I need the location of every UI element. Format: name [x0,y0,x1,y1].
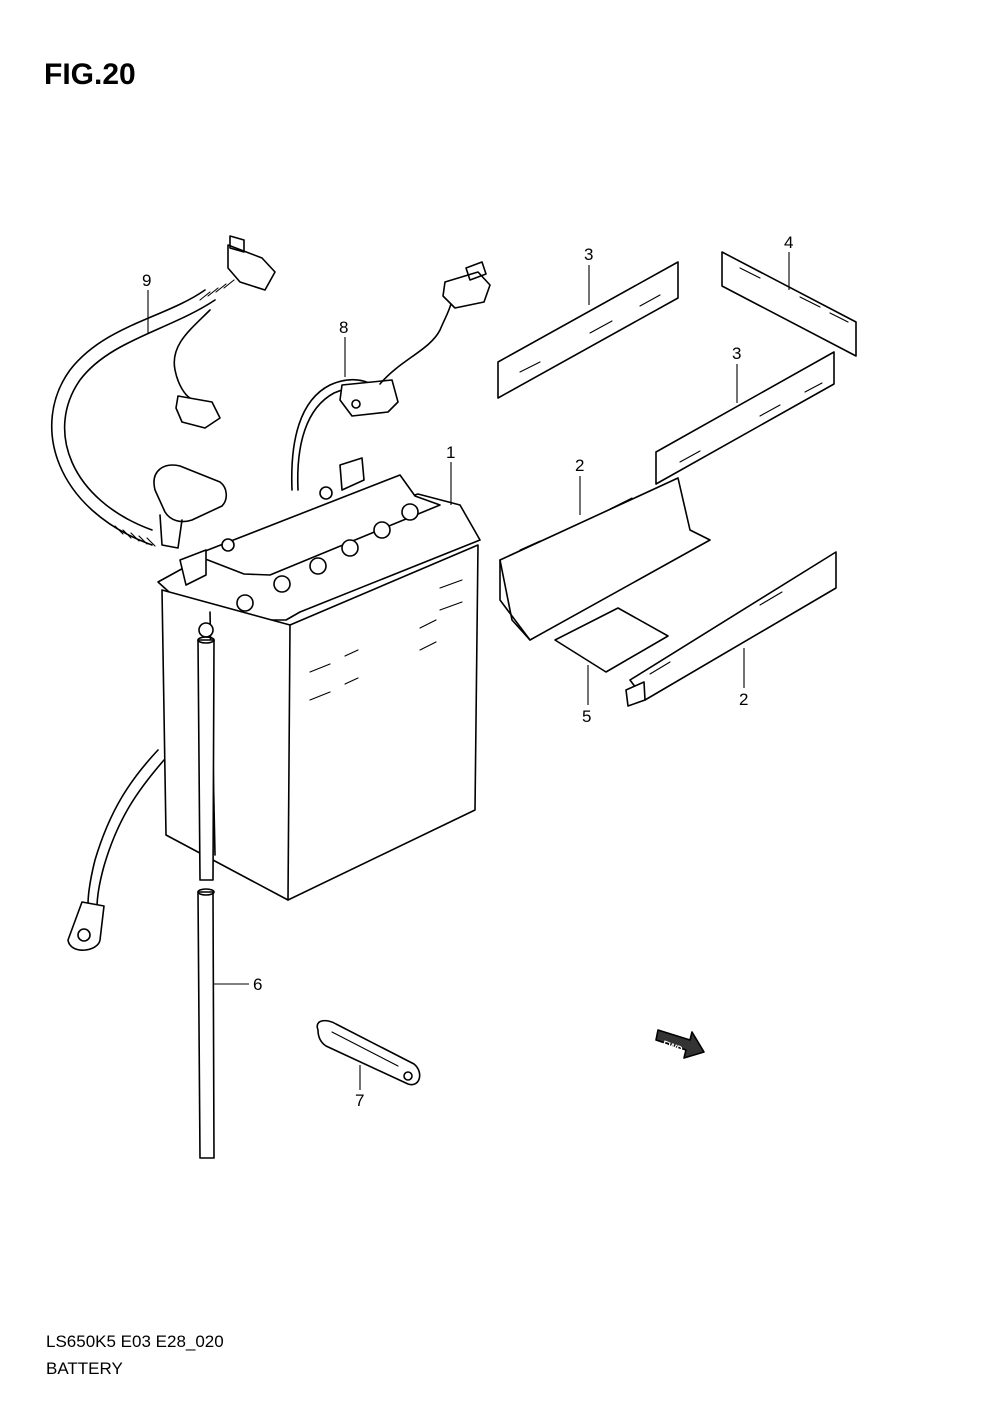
callout-5: 5 [582,665,591,726]
callout-number: 3 [584,245,593,264]
callout-9: 9 [142,271,151,334]
callout-number: 9 [142,271,151,290]
callout-number: 5 [582,707,591,726]
figure-code: LS650K5 E03 E28_020 [46,1332,224,1351]
cushion-pad [554,607,669,673]
callout-number: 4 [784,233,793,252]
callout-number: 8 [339,318,348,337]
figure-name: BATTERY [46,1359,123,1378]
callout-number: 6 [253,975,262,994]
cushion-strip-3-lower [655,351,835,485]
callout-3-upper: 3 [584,245,593,305]
callout-6: 6 [214,975,262,994]
cushion-strip-4 [721,251,857,357]
callout-2-lower: 2 [739,648,748,709]
callout-1: 1 [446,443,455,505]
negative-lead-wire [290,261,491,491]
callout-4: 4 [784,233,793,290]
forward-direction-arrow: FWD [655,1029,705,1059]
figure-title: FIG.20 [44,58,136,91]
callout-8: 8 [339,318,348,377]
callout-number: 1 [446,443,455,462]
battery-band [316,1019,421,1086]
battery-case-plate-upper [499,477,711,641]
callout-number: 2 [739,690,748,709]
ground-cable [67,749,165,951]
battery [157,457,481,901]
callout-7: 7 [355,1065,364,1110]
cushion-strip-3-upper [497,261,679,399]
breather-hose [197,636,215,1159]
callout-number: 2 [575,456,584,475]
positive-lead-wire [50,235,276,549]
callout-number: 3 [732,344,741,363]
callout-number: 7 [355,1091,364,1110]
callout-3-lower: 3 [732,344,741,403]
callout-2-upper: 2 [575,456,584,515]
battery-case-plate-lower [625,551,837,707]
